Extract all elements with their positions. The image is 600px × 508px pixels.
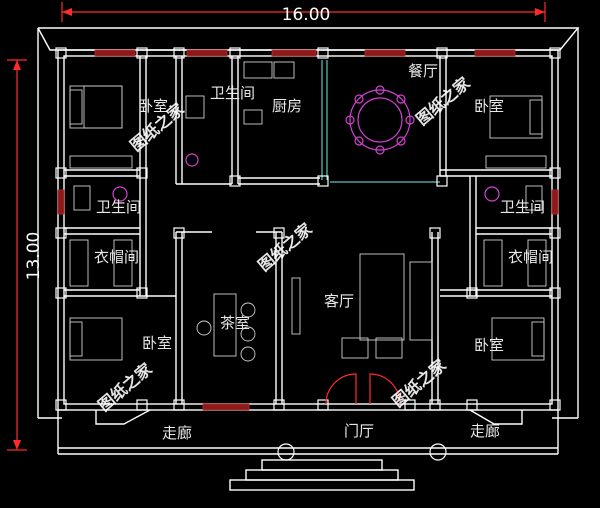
bathroom-fixtures xyxy=(73,95,543,211)
sofa-set xyxy=(291,253,433,359)
room-label-corridor-e: 走廊 xyxy=(470,422,500,440)
watermark-3: 图纸之家 xyxy=(254,219,316,275)
room-label-dining: 餐厅 xyxy=(408,62,438,80)
room-label-tea: 茶室 xyxy=(220,314,250,332)
interior-walls xyxy=(64,56,552,404)
roof-outline xyxy=(37,27,580,419)
dimension-width-label: 16.00 xyxy=(282,5,331,25)
room-label-bathroom-n: 卫生间 xyxy=(210,84,255,102)
watermark-5: 图纸之家 xyxy=(388,355,450,411)
windows xyxy=(57,49,559,411)
room-label-closet-w: 衣帽间 xyxy=(94,248,139,266)
dining-table xyxy=(345,85,415,155)
room-label-entrance: 门厅 xyxy=(344,422,374,440)
room-label-bathroom-e: 卫生间 xyxy=(500,198,545,216)
porch xyxy=(57,409,559,491)
dimension-height: 13.00 xyxy=(7,59,44,451)
bed-nw xyxy=(69,85,123,129)
room-label-closet-e: 衣帽间 xyxy=(508,248,553,266)
tea-table xyxy=(196,293,256,362)
room-label-bathroom-w: 卫生间 xyxy=(96,198,141,216)
bed-ne xyxy=(489,95,543,139)
dimension-height-label: 13.00 xyxy=(24,232,44,281)
entrance-doors xyxy=(325,373,401,405)
wardrobes xyxy=(69,155,547,287)
room-label-bedroom-nw: 卧室 xyxy=(138,97,168,115)
room-label-bedroom-sw: 卧室 xyxy=(142,334,172,352)
room-label-bedroom-se: 卧室 xyxy=(474,336,504,354)
dimension-width: 16.00 xyxy=(61,2,546,25)
kitchen-counter xyxy=(243,61,295,125)
room-label-living: 客厅 xyxy=(324,292,354,310)
bed-sw xyxy=(69,317,123,361)
columns xyxy=(55,47,561,411)
watermark-2: 图纸之家 xyxy=(412,73,474,129)
bed-se xyxy=(491,317,545,361)
room-label-corridor-w: 走廊 xyxy=(162,424,192,442)
room-label-kitchen: 厨房 xyxy=(272,97,302,115)
room-label-bedroom-ne: 卧室 xyxy=(474,97,504,115)
